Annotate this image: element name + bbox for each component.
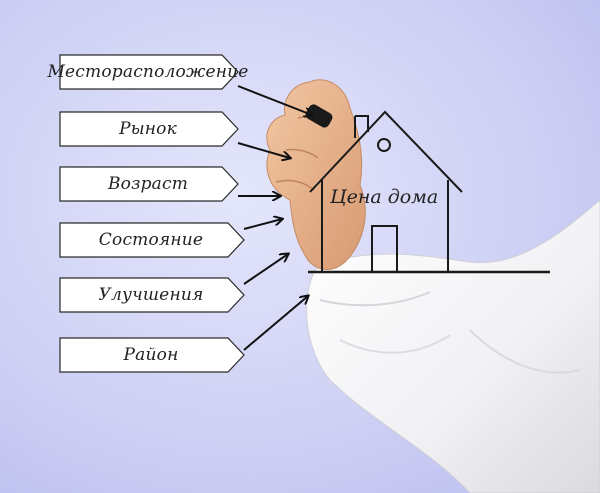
factor-shape-condition bbox=[59, 222, 245, 258]
house-drawing bbox=[308, 110, 550, 274]
factor-label-age: Возраст bbox=[107, 174, 189, 194]
arrow-market bbox=[237, 142, 290, 158]
factor-shape-district bbox=[59, 337, 245, 373]
factor-shape-age bbox=[59, 166, 239, 202]
factor-shapes bbox=[59, 54, 245, 373]
factor-label-condition: Состояние bbox=[98, 230, 204, 250]
arrow-district bbox=[243, 296, 308, 351]
arrow-improvements bbox=[243, 254, 288, 285]
arrow-location bbox=[237, 85, 312, 115]
factor-shape-improvements bbox=[59, 277, 245, 313]
arrow-condition bbox=[243, 219, 282, 230]
factor-shape-location bbox=[59, 54, 239, 90]
factor-label-improvements: Улучшения bbox=[98, 285, 204, 305]
hand bbox=[266, 79, 366, 270]
factor-label-location: Месторасположение bbox=[47, 62, 249, 82]
factor-label-market: Рынок bbox=[119, 119, 177, 139]
factor-label-district: Район bbox=[123, 345, 179, 365]
factor-shape-market bbox=[59, 111, 239, 147]
connector-arrows bbox=[237, 85, 312, 351]
house-price-label: Цена дома bbox=[330, 186, 439, 208]
